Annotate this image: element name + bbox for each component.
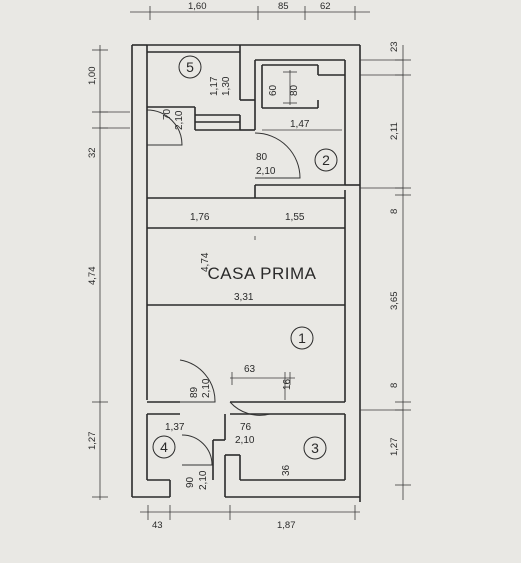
dim-right-127: 1,27 — [389, 438, 400, 457]
lbl-r1-331: 3,31 — [234, 292, 254, 303]
room-3-circle — [303, 436, 327, 460]
dimension-lines — [92, 6, 411, 520]
dim-left-127: 1,27 — [87, 432, 98, 451]
room-markers — [152, 55, 338, 460]
inner-labels: 70 2,10 1,17 1,30 60 80 1,47 80 2,10 1,7… — [162, 76, 310, 490]
lbl-r5-70: 70 — [162, 108, 173, 120]
dim-right-23: 23 — [389, 41, 400, 52]
lbl-210-d3: 2,10 — [198, 470, 209, 490]
dim-right-365: 3,65 — [389, 292, 400, 311]
dim-right-8a: 8 — [389, 209, 400, 214]
lbl-210-d1: 2,10 — [201, 378, 212, 398]
lbl-r1-176: 1,76 — [190, 212, 210, 223]
room-2-circle — [314, 148, 338, 172]
lbl-137: 1,37 — [165, 422, 185, 433]
lbl-r2-60: 60 — [268, 84, 279, 96]
dim-left-32: 32 — [87, 147, 98, 158]
lbl-76: 76 — [240, 422, 252, 433]
dim-left-100: 1,00 — [87, 67, 98, 86]
lbl-36: 36 — [281, 464, 292, 476]
lbl-r2-80: 80 — [289, 84, 300, 96]
room-2-label: 2 — [322, 152, 330, 168]
lbl-r5-117: 1,17 — [209, 76, 220, 96]
room-5-label: 5 — [186, 59, 194, 75]
walls — [131, 44, 361, 502]
lbl-r5-210: 2,10 — [174, 110, 185, 130]
dim-right-8b: 8 — [389, 383, 400, 388]
lbl-r2-door-210: 2,10 — [256, 166, 276, 177]
lbl-r2-door-80: 80 — [256, 152, 268, 163]
room-4-circle — [152, 435, 176, 459]
room-numbers: 5 2 1 3 4 — [160, 59, 330, 456]
dim-bottom-43: 43 — [152, 520, 163, 531]
lbl-r1-474: 4,74 — [200, 252, 211, 272]
lbl-r5-130: 1,30 — [221, 76, 232, 96]
lbl-90: 90 — [185, 476, 196, 488]
room-1-circle — [290, 326, 314, 350]
watermark: CASA PRIMA — [208, 264, 317, 283]
door-swings — [146, 109, 301, 466]
lbl-63: 63 — [244, 364, 256, 375]
room-1-label: 1 — [298, 330, 306, 346]
dim-left-474: 4,74 — [87, 267, 98, 286]
dimension-labels: 1,60 85 62 1,00 32 4,74 1,27 23 2,11 8 3… — [87, 1, 400, 531]
room-5-circle — [178, 55, 202, 79]
lbl-89: 89 — [189, 386, 200, 398]
lbl-210-d2: 2,10 — [235, 435, 255, 446]
dim-bottom-187: 1,87 — [277, 520, 296, 531]
dim-right-211: 2,11 — [389, 122, 400, 140]
lbl-r2-147: 1,47 — [290, 119, 310, 130]
room-3-label: 3 — [311, 440, 319, 456]
room-4-label: 4 — [160, 439, 168, 455]
dim-top-85: 85 — [278, 1, 289, 12]
dim-top-62: 62 — [320, 1, 331, 12]
lbl-16: 16 — [282, 378, 293, 390]
dim-top-160: 1,60 — [188, 1, 207, 12]
lbl-r1-155: 1,55 — [285, 212, 305, 223]
